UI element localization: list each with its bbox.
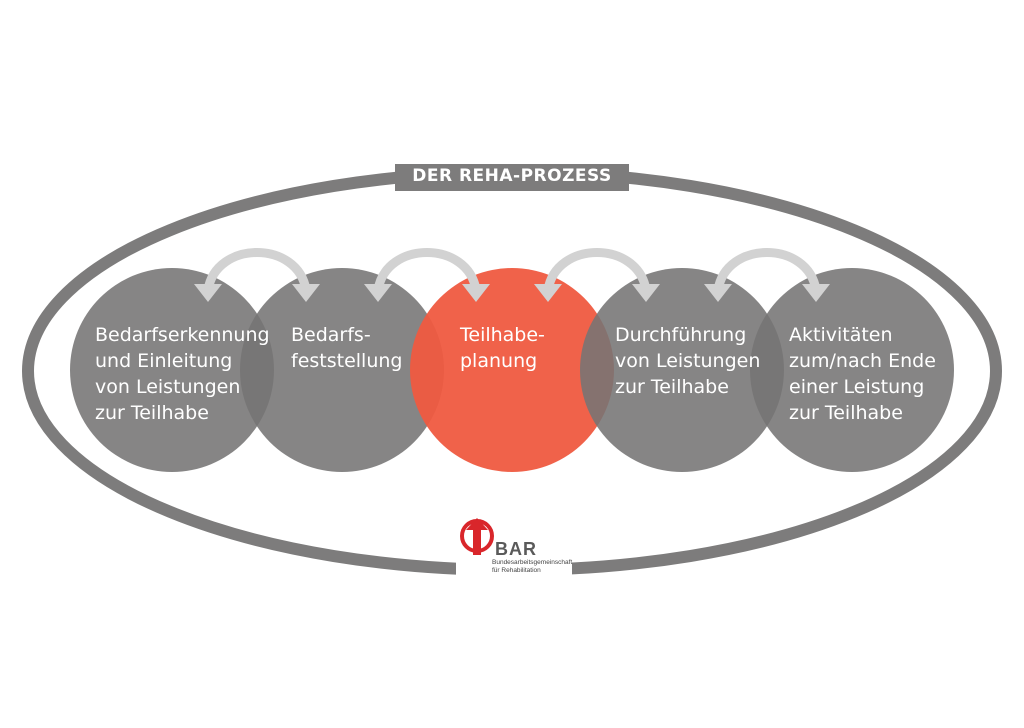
- step-label-line: zur Teilhabe: [789, 402, 903, 424]
- step-label-line: Bedarfs-: [291, 324, 371, 346]
- step-label-line: von Leistungen: [95, 376, 241, 398]
- step-label-line: feststellung: [291, 350, 403, 372]
- step-circle-5: [750, 268, 954, 472]
- step-arrow-1: [203, 248, 311, 292]
- arrowhead-icon: [534, 284, 562, 302]
- step-label-2: Bedarfs-feststellung: [291, 322, 402, 374]
- arrowhead-icon: [632, 284, 660, 302]
- step-label-line: zum/nach Ende: [789, 350, 936, 372]
- diagram-title: DER REHA-PROZESS: [412, 166, 612, 186]
- arrowhead-icon: [704, 284, 732, 302]
- bar-arrow-logo-icon: [460, 518, 494, 555]
- logo-subtitle-line: Bundesarbeitsgemeinschaft: [492, 559, 573, 566]
- arrowhead-icon: [802, 284, 830, 302]
- step-label-5: Aktivitäten zum/nach Ende einer Leistung zu…: [789, 322, 936, 426]
- title-band: [395, 164, 629, 191]
- logo-wordmark: BAR: [495, 539, 537, 559]
- arrowhead-icon: [194, 284, 222, 302]
- step-arrow-4: [713, 248, 821, 292]
- step-label-line: von Leistungen: [615, 350, 761, 372]
- step-label-line: einer Leistung: [789, 376, 925, 398]
- step-label-line: Aktivitäten: [789, 324, 893, 346]
- step-arrow-3: [543, 248, 651, 292]
- step-label-line: Bedarfserkennung: [95, 324, 270, 346]
- step-label-line: planung: [460, 350, 538, 372]
- logo-subtitle-line: für Rehabilitation: [492, 567, 541, 574]
- step-circle-2: [240, 268, 444, 472]
- step-label-3: Teilhabe-planung: [460, 322, 545, 374]
- step-arrow-2: [373, 248, 481, 292]
- step-circles: [70, 268, 954, 472]
- step-circle-3: [410, 268, 614, 472]
- step-arrows: [194, 248, 830, 302]
- step-label-line: und Einleitung: [95, 350, 233, 372]
- arrowhead-icon: [462, 284, 490, 302]
- bar-logo: BAR Bundesarbeitsgemeinschaft für Rehabi…: [458, 515, 572, 577]
- step-circle-4: [580, 268, 784, 472]
- step-label-line: zur Teilhabe: [95, 402, 209, 424]
- step-label-4: Durchführung von Leistungen zur Teilhabe: [615, 322, 760, 400]
- arrowhead-icon: [292, 284, 320, 302]
- step-label-1: Bedarfserkennung und Einleitung von Leistu…: [95, 322, 270, 426]
- logo-gap: [456, 556, 572, 580]
- step-label-line: Teilhabe-: [460, 324, 545, 346]
- arrowhead-icon: [364, 284, 392, 302]
- step-label-line: zur Teilhabe: [615, 376, 729, 398]
- step-circle-1: [70, 268, 274, 472]
- step-label-line: Durchführung: [615, 324, 747, 346]
- logo-subtitle: Bundesarbeitsgemeinschaft für Rehabilita…: [492, 559, 572, 575]
